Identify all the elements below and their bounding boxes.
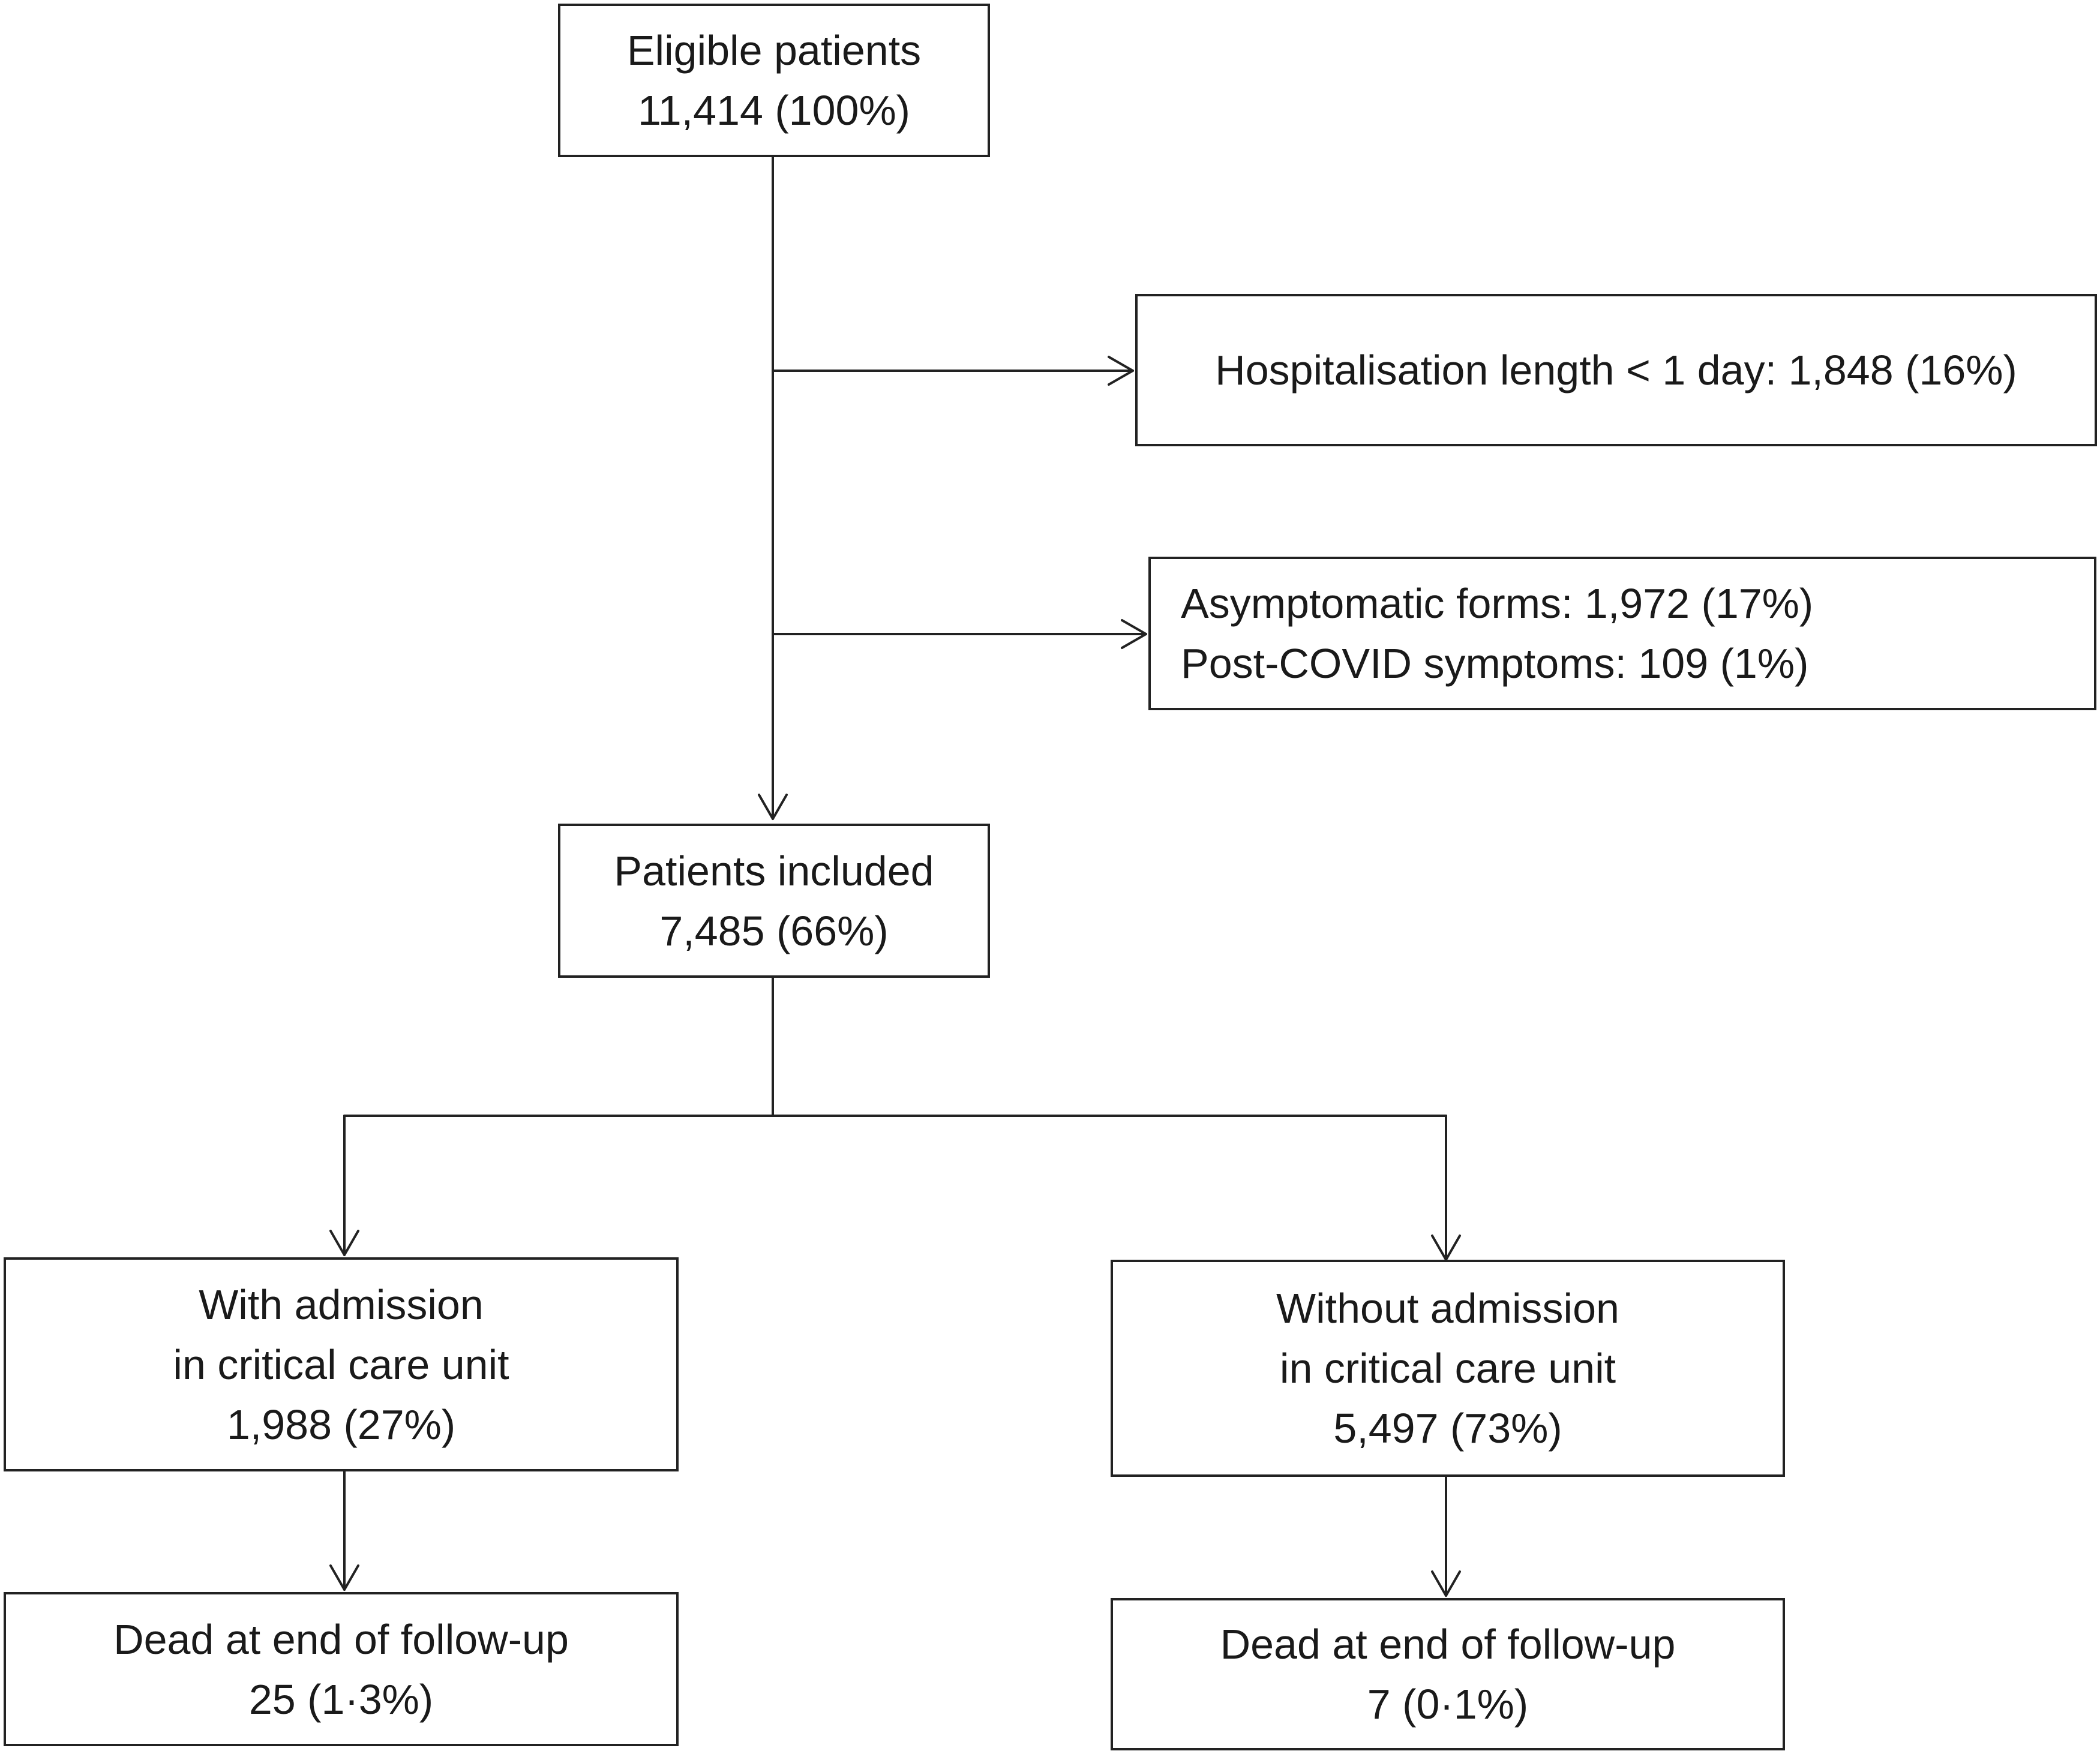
with-admission-line-1: With admission	[199, 1281, 484, 1328]
without-admission-line-2: in critical care unit	[1279, 1345, 1616, 1392]
eligible-count: 11,414 (100%)	[637, 87, 910, 134]
without-admission-box: Without admission in critical care unit …	[1111, 1260, 1785, 1477]
without-admission-line-1: Without admission	[1276, 1285, 1619, 1332]
with-admission-count: 1,988 (27%)	[226, 1401, 456, 1448]
exclusion-arrowhead-2	[1121, 619, 1147, 649]
hospitalisation-exclusion-box: Hospitalisation length < 1 day: 1,848 (1…	[1135, 294, 2097, 446]
asymptomatic-exclusion-box: Asymptomatic forms: 1,972 (17%) Post-COV…	[1148, 557, 2096, 710]
with-admission-line-2: in critical care unit	[173, 1341, 509, 1388]
included-label: Patients included	[614, 847, 934, 894]
eligible-patients-box: Eligible patients 11,414 (100%)	[558, 4, 990, 157]
right-outcome-arrowhead	[1431, 1570, 1461, 1597]
left-outcome-arrowhead	[329, 1564, 359, 1591]
dead-without-label: Dead at end of follow-up	[1220, 1621, 1676, 1668]
dead-without-admission-box: Dead at end of follow-up 7 (0·1%)	[1111, 1598, 1785, 1750]
asymptomatic-forms-text: Asymptomatic forms: 1,972 (17%)	[1181, 580, 1814, 627]
without-admission-count: 5,497 (73%)	[1333, 1405, 1562, 1452]
patients-included-box: Patients included 7,485 (66%)	[558, 824, 990, 978]
eligible-label: Eligible patients	[626, 27, 922, 74]
dead-with-admission-box: Dead at end of follow-up 25 (1·3%)	[4, 1592, 679, 1746]
with-admission-box: With admission in critical care unit 1,9…	[4, 1257, 679, 1471]
dead-without-count: 7 (0·1%)	[1367, 1681, 1529, 1728]
hospitalisation-exclusion-text: Hospitalisation length < 1 day: 1,848 (1…	[1215, 347, 2017, 394]
exclusion-arrowhead-1	[1108, 356, 1134, 386]
trunk-arrowhead	[758, 794, 788, 820]
included-count: 7,485 (66%)	[659, 907, 889, 954]
dead-with-label: Dead at end of follow-up	[113, 1615, 569, 1663]
post-covid-symptoms-text: Post-COVID symptoms: 109 (1%)	[1181, 640, 1809, 687]
split-left-arrowhead	[329, 1230, 359, 1256]
dead-with-count: 25 (1·3%)	[248, 1675, 434, 1723]
